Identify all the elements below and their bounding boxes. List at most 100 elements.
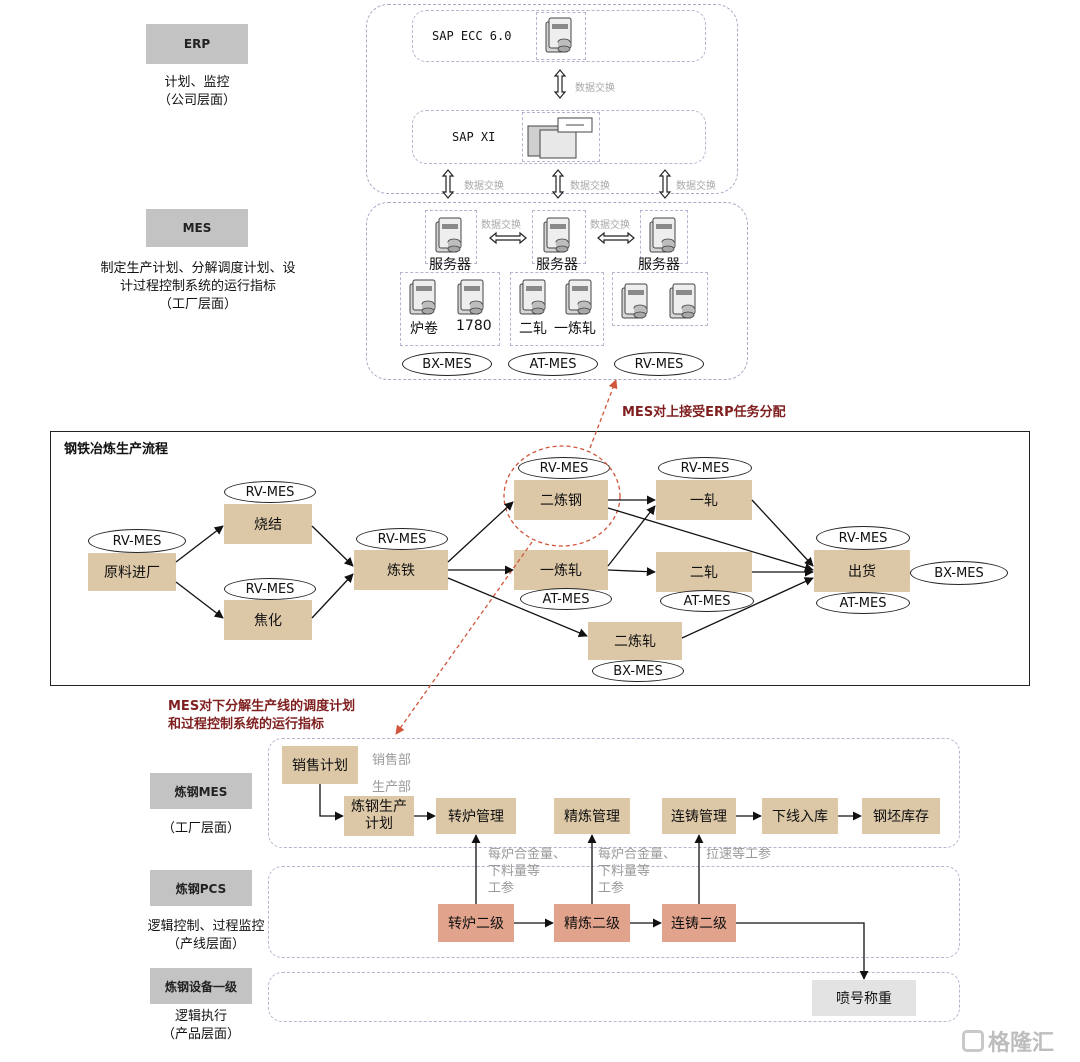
steel-mes-container <box>268 738 960 848</box>
label-rv-shaojie: RV-MES <box>224 481 316 503</box>
mes-description: 制定生产计划、分解调度计划、设 计过程控制系统的运行指标 （工厂层面） <box>70 260 326 314</box>
steel-pcs-tag: 炼钢PCS <box>150 870 252 906</box>
process-title: 钢铁冶炼生产流程 <box>64 442 169 457</box>
steel-equipment-description: 逻辑执行 （产品层面） <box>130 1008 272 1044</box>
server-frame-1 <box>425 210 477 264</box>
box-spray-weigh: 喷号称重 <box>812 980 916 1016</box>
label-rv-yizha: RV-MES <box>658 457 752 479</box>
note-2a: 每炉合金量、 <box>598 847 677 862</box>
bx-plant-frame <box>400 272 500 346</box>
watermark-text: 格隆汇 <box>988 1031 1055 1056</box>
equip-desc-line2: （产品层面） <box>161 1027 240 1042</box>
label-rv-chuhuo: RV-MES <box>816 526 910 550</box>
sap-ecc-server-frame <box>536 12 586 60</box>
annotation-down-line2: 和过程控制系统的运行指标 <box>168 717 325 732</box>
exchange-label-1: 数据交换 <box>575 83 615 94</box>
mes-desc-line3: （工厂层面） <box>158 297 237 312</box>
mes-group-rv: RV-MES <box>614 352 704 376</box>
box-offline-storage: 下线入库 <box>762 798 838 834</box>
node-chuhuo: 出货 <box>814 550 910 592</box>
node-yuanliao: 原料进厂 <box>88 553 176 591</box>
sap-xi-box <box>412 110 706 164</box>
erp-desc-line1: 计划、监控 <box>164 75 230 90</box>
steel-mes-description: （工厂层面） <box>161 821 240 836</box>
note-sales-dept: 销售部 <box>372 753 412 768</box>
box-converter-mgmt: 转炉管理 <box>436 798 516 834</box>
note-converter-params: 每炉合金量、 下料量等 工参 <box>488 846 566 897</box>
box-steel-plan: 炼钢生产 计划 <box>344 796 414 836</box>
label-at-yilianzha: AT-MES <box>520 588 612 610</box>
box-refine-mgmt: 精炼管理 <box>554 798 630 834</box>
watermark-icon <box>962 1030 984 1052</box>
exchange-label-3: 数据交换 <box>570 181 610 192</box>
annotation-up: MES对上接受ERP任务分配 <box>622 405 786 420</box>
exchange-label-6: 数据交换 <box>590 220 630 231</box>
annotation-down-line1: MES对下分解生产线的调度计划 <box>168 699 356 714</box>
label-bx-chuhuo: BX-MES <box>910 561 1008 585</box>
mes-container <box>366 202 748 380</box>
mes-group-at: AT-MES <box>508 352 598 376</box>
steel-equipment-tag: 炼钢设备一级 <box>150 968 252 1004</box>
node-yizha: 一轧 <box>656 480 752 520</box>
box-billet-inventory: 钢坯库存 <box>862 798 940 834</box>
mes-desc-line2: 计过程控制系统的运行指标 <box>119 279 276 294</box>
note-2b: 下料量等 <box>598 864 651 879</box>
erp-container <box>366 4 738 194</box>
node-jiaohua: 焦化 <box>224 600 312 640</box>
box-caster-mgmt: 连铸管理 <box>662 798 736 834</box>
rv-plant-frame <box>612 272 708 326</box>
sap-ecc-box <box>412 10 706 62</box>
server-frame-3 <box>640 210 688 264</box>
label-rv-liantie: RV-MES <box>356 528 448 550</box>
erp-tag: ERP <box>146 24 248 64</box>
note-prod-dept: 生产部 <box>372 780 412 795</box>
sap-xi-label: SAP XI <box>452 130 496 144</box>
server-frame-2 <box>532 210 586 264</box>
steel-pcs-container <box>268 866 960 958</box>
pcs-desc-line2: （产线层面） <box>166 937 245 952</box>
box-caster-l2: 连铸二级 <box>662 904 736 942</box>
equip-desc-line1: 逻辑执行 <box>174 1009 227 1024</box>
label-at-erzha: AT-MES <box>660 590 754 612</box>
mes-desc-line1: 制定生产计划、分解调度计划、设 <box>100 261 296 276</box>
server-label-1: 服务器 <box>429 257 471 273</box>
node-liantie: 炼铁 <box>354 550 448 590</box>
label-at-chuhuo: AT-MES <box>816 592 910 614</box>
node-erzha: 二轧 <box>656 552 752 592</box>
sap-xi-server-frame <box>522 112 600 162</box>
box-sales-plan: 销售计划 <box>282 746 358 784</box>
label-bx-erlianzha: BX-MES <box>592 660 684 682</box>
node-erlianzha: 二炼轧 <box>588 622 682 660</box>
box-refine-l2: 精炼二级 <box>554 904 630 942</box>
box-converter-l2: 转炉二级 <box>438 904 514 942</box>
note-caster-params: 拉速等工参 <box>706 847 772 862</box>
steel-equipment-container <box>268 972 960 1022</box>
plant-label-luojuan: 炉卷 <box>410 321 438 337</box>
label-rv-jiaohua: RV-MES <box>224 578 316 600</box>
process-frame <box>50 431 1030 686</box>
at-plant-frame <box>510 272 604 346</box>
note-1b: 下料量等 <box>488 864 541 879</box>
label-rv-erliangang: RV-MES <box>518 457 610 479</box>
steel-pcs-description: 逻辑控制、过程监控 （产线层面） <box>120 918 292 954</box>
server-label-2: 服务器 <box>536 257 578 273</box>
note-refine-params: 每炉合金量、 下料量等 工参 <box>598 846 676 897</box>
node-yilianzha: 一炼轧 <box>514 550 608 590</box>
exchange-label-5: 数据交换 <box>481 220 521 231</box>
steel-mes-tag: 炼钢MES <box>150 773 252 809</box>
note-1a: 每炉合金量、 <box>488 847 567 862</box>
note-1c: 工参 <box>488 881 515 896</box>
mes-group-bx: BX-MES <box>402 352 492 376</box>
sap-ecc-label: SAP ECC 6.0 <box>432 29 512 43</box>
steel-plan-line2: 计划 <box>365 816 393 832</box>
server-label-3: 服务器 <box>638 257 680 273</box>
plant-label-1780: 1780 <box>456 318 492 334</box>
exchange-label-2: 数据交换 <box>464 181 504 192</box>
node-erliangang: 二炼钢 <box>514 480 608 520</box>
watermark-logo: 格隆汇 <box>962 1024 1072 1058</box>
exchange-label-4: 数据交换 <box>676 181 716 192</box>
pcs-desc-line1: 逻辑控制、过程监控 <box>147 919 265 934</box>
erp-description: 计划、监控 （公司层面） <box>110 74 284 110</box>
note-2c: 工参 <box>598 881 625 896</box>
label-rv-yuanliao: RV-MES <box>88 529 186 553</box>
